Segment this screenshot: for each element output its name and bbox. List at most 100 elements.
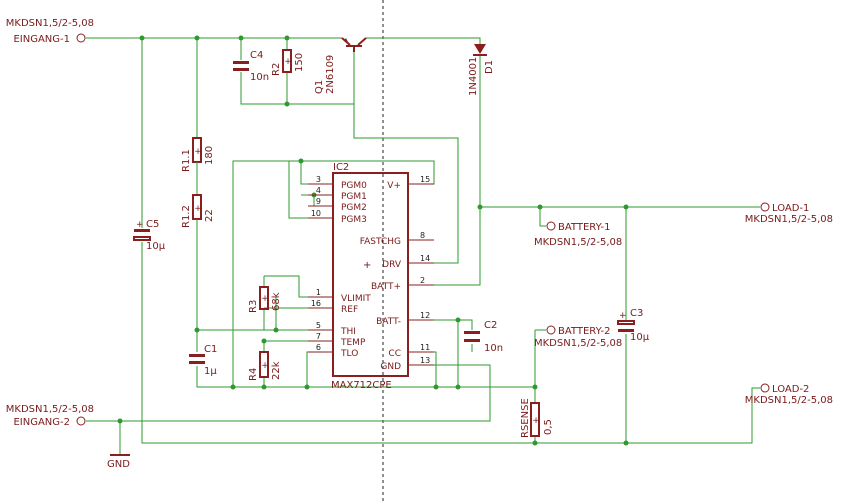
pin-label: PGM0 [341,181,367,191]
svg-text:+: + [284,57,292,67]
resistor-r4: + R4 22k [248,351,282,381]
connector-type-label: MKDSN1,5/2-5,08 [745,214,833,225]
pin-number: 9 [316,197,321,206]
svg-text:+: + [194,147,202,157]
pin-number: 5 [316,321,321,330]
part-value-label: 68k [271,292,282,311]
pin-label: PGM1 [341,192,367,202]
pin-number: 6 [316,343,321,352]
pin-number: 8 [420,231,425,240]
connector-type-label: MKDSN1,5/2-5,08 [6,404,94,415]
svg-text:+: + [363,260,371,271]
pin-label: FASTCHG [360,237,401,247]
ic-pin-15: 15V+ [387,175,434,191]
resistor-r1-1: + R1.1 180 [181,137,215,195]
pin-label: PGM3 [341,215,367,225]
part-value-label: 180 [204,146,215,165]
connector-name-label: EINGANG-2 [13,417,70,428]
connector-battery-1: BATTERY-1 MKDSN1,5/2-5,08 [534,221,622,248]
pin-label: REF [341,305,358,315]
pin-number: 15 [420,175,430,184]
part-value-label: 1N4001 [468,57,479,96]
transistor-q1: Q1 2N6109 [314,37,367,94]
connector-load-2: LOAD-2 MKDSN1,5/2-5,08 [745,383,833,406]
part-value-label: 10µ [630,332,650,343]
pin-label: GND [380,362,401,372]
ic-pins: 3PGM04PGM19PGM210PGM31VLIMIT16REF5THI7TE… [308,175,434,372]
connector-eingang-2: MKDSN1,5/2-5,08 EINGANG-2 [6,404,94,428]
ground-label: GND [107,459,130,470]
part-name-label: Q1 [314,80,325,94]
resistor-rsense: + RSENSE 0,5 [520,398,554,438]
svg-text:+: + [261,294,269,304]
ground-symbol: GND [107,454,130,470]
pin-label: TEMP [340,338,366,348]
ic-name-label: IC2 [333,162,349,173]
part-name-label: C5 [146,219,159,230]
connector-name-label: BATTERY-1 [558,222,611,233]
part-value-label: 150 [294,53,305,72]
resistor-r2: + R2 150 [271,49,305,76]
connector-load-1: LOAD-1 MKDSN1,5/2-5,08 [745,202,833,225]
part-name-label: C4 [250,50,263,61]
connector-name-label: LOAD-2 [772,384,809,395]
pin-number: 1 [316,288,321,297]
part-value-label: 10µ [146,241,166,252]
capacitor-c3: + C3 10µ [617,308,650,343]
pin-number: 7 [316,332,321,341]
part-name-label: RSENSE [520,398,531,438]
pin-number: 16 [311,299,321,308]
resistor-r1-2: + R1.2 22 [181,194,215,230]
svg-text:+: + [619,311,627,321]
part-value-label: 1µ [204,366,217,377]
part-name-label: C3 [630,308,643,319]
part-name-label: C2 [484,320,497,331]
pin-number: 13 [420,356,430,365]
junctions [117,35,629,446]
connector-name-label: BATTERY-2 [558,326,611,337]
svg-text:+: + [532,416,540,426]
connector-name-label: EINGANG-1 [13,34,70,45]
pin-label: DRV [382,260,402,270]
part-value-label: 22k [271,361,282,380]
part-name-label: R3 [248,300,259,313]
pin-number: 14 [420,254,430,263]
capacitor-c4: C4 10n [233,50,269,83]
pin-number: 3 [316,175,321,184]
part-name-label: R1.2 [181,205,192,228]
connector-eingang-1: MKDSN1,5/2-5,08 EINGANG-1 [6,18,94,45]
pin-number: 10 [311,209,321,218]
pin-label: BATT- [376,317,401,327]
resistor-r3: + R3 68k [248,286,282,313]
connector-name-label: LOAD-1 [772,203,809,214]
pin-label: THI [340,327,356,337]
pin-label: V+ [387,181,401,191]
connector-type-label: MKDSN1,5/2-5,08 [6,18,94,29]
ic-value-label: MAX712CPE [331,380,392,391]
svg-text:+: + [261,361,269,371]
pin-number: 12 [420,311,430,320]
part-value-label: 10n [250,72,269,83]
connector-type-label: MKDSN1,5/2-5,08 [534,237,622,248]
svg-text:+: + [194,204,202,214]
pin-label: CC [388,349,401,359]
pin-number: 11 [420,343,430,352]
